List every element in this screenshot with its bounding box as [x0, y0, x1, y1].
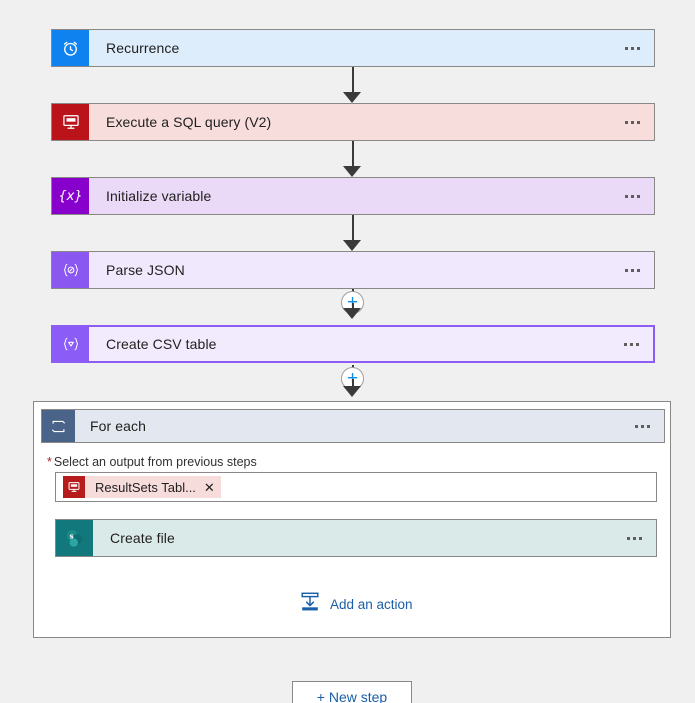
flow-step-card-parse-json[interactable]: Parse JSON: [51, 251, 655, 289]
flow-step-menu-button[interactable]: [610, 30, 654, 66]
token-label: ResultSets Tabl...: [95, 479, 196, 495]
connector-arrow-5: [343, 386, 361, 397]
flow-step-menu-button[interactable]: [612, 520, 656, 556]
sql-server-icon: [52, 104, 89, 140]
flow-step-label: Create file: [110, 530, 175, 546]
flow-step-menu-button[interactable]: [609, 327, 653, 361]
flow-step-menu-button[interactable]: [610, 178, 654, 214]
foreach-header-card[interactable]: For each: [41, 409, 665, 443]
flow-step-label: Create CSV table: [106, 336, 217, 352]
flow-step-label: Parse JSON: [106, 262, 185, 278]
flow-step-card-create-file[interactable]: s Create file: [55, 519, 657, 557]
connector-arrow-3: [343, 240, 361, 251]
foreach-label: For each: [90, 418, 147, 434]
data-operation-braces-icon: [53, 327, 89, 361]
foreach-field-label-text: Select an output from previous steps: [53, 455, 257, 469]
svg-text:s: s: [69, 532, 73, 541]
sql-server-icon: [63, 476, 85, 498]
plus-icon: +: [347, 369, 358, 388]
new-step-label: + New step: [316, 689, 388, 703]
required-asterisk: *: [47, 455, 52, 469]
alarm-clock-icon: [52, 30, 89, 66]
parse-json-braces-icon: [52, 252, 89, 288]
braces-x-glyph: {x}: [58, 188, 83, 204]
close-icon[interactable]: ✕: [203, 479, 215, 495]
flow-step-card-create-csv-table[interactable]: Create CSV table: [51, 325, 655, 363]
flow-step-menu-button[interactable]: [610, 104, 654, 140]
foreach-output-select-input[interactable]: ResultSets Tabl... ✕: [55, 472, 657, 502]
add-an-action-label: Add an action: [330, 597, 413, 612]
flow-step-menu-button[interactable]: [610, 252, 654, 288]
connector-line-3: [352, 215, 354, 242]
connector-arrow-4: [343, 308, 361, 319]
flow-step-label: Execute a SQL query (V2): [106, 114, 272, 130]
foreach-menu-button[interactable]: [620, 410, 664, 442]
flow-step-label: Recurrence: [106, 40, 180, 56]
flow-step-card-execute-sql-query[interactable]: Execute a SQL query (V2): [51, 103, 655, 141]
flow-step-label: Initialize variable: [106, 188, 212, 204]
flow-step-card-initialize-variable[interactable]: {x} Initialize variable: [51, 177, 655, 215]
connector-line-2: [352, 141, 354, 168]
foreach-field-label: *Select an output from previous steps: [47, 455, 257, 469]
selected-output-token[interactable]: ResultSets Tabl... ✕: [63, 476, 221, 498]
flow-step-card-recurrence[interactable]: Recurrence: [51, 29, 655, 67]
connector-line-1: [352, 67, 354, 94]
variable-braces-x-icon: {x}: [52, 178, 89, 214]
loop-repeat-icon: [42, 410, 75, 442]
new-step-button[interactable]: + New step: [292, 681, 412, 703]
sharepoint-icon: s: [56, 520, 93, 556]
add-an-action-button[interactable]: Add an action: [299, 591, 413, 618]
connector-line-5b: [352, 379, 354, 391]
add-action-insert-icon: [299, 591, 321, 618]
plus-icon: +: [347, 293, 358, 312]
connector-arrow-1: [343, 92, 361, 103]
connector-arrow-2: [343, 166, 361, 177]
